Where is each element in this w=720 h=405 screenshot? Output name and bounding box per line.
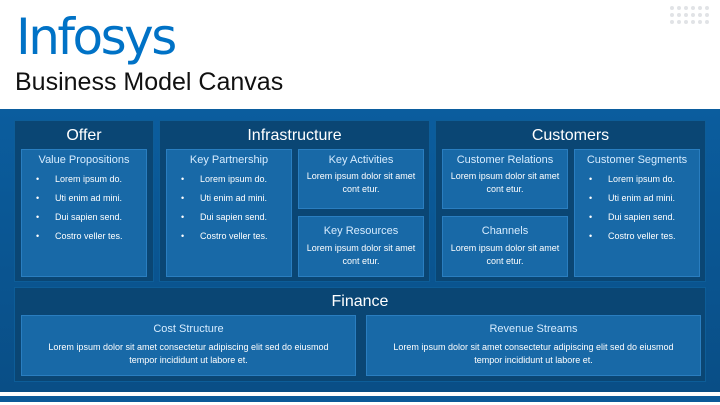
key-activities-title: Key Activities — [328, 154, 394, 166]
key-partnership-box: Key Partnership Lorem ipsum do. Uti enim… — [166, 149, 292, 277]
key-partnership-title: Key Partnership — [189, 154, 269, 166]
key-resources-title: Key Resources — [323, 225, 399, 237]
value-propositions-list: Lorem ipsum do. Uti enim ad mini. Dui sa… — [36, 175, 123, 251]
cost-structure-box: Cost Structure Lorem ipsum dolor sit ame… — [21, 315, 356, 376]
list-item: Dui sapien send. — [589, 213, 676, 223]
infrastructure-section: Infrastructure Key Partnership Lorem ips… — [159, 120, 430, 282]
key-resources-text: Lorem ipsum dolor sit amet cont etur. — [306, 243, 416, 266]
list-item: Uti enim ad mini. — [181, 194, 268, 204]
list-item: Costro veller tes. — [36, 232, 123, 242]
revenue-streams-title: Revenue Streams — [489, 323, 578, 335]
finance-section: Finance Cost Structure Lorem ipsum dolor… — [14, 287, 706, 382]
customer-relations-text: Lorem ipsum dolor sit amet cont etur. — [450, 171, 560, 194]
channels-title: Channels — [481, 225, 529, 237]
list-item: Lorem ipsum do. — [589, 175, 676, 185]
offer-title: Offer — [66, 127, 102, 144]
list-item: Uti enim ad mini. — [589, 194, 676, 204]
customer-segments-box: Customer Segments Lorem ipsum do. Uti en… — [574, 149, 700, 277]
offer-section: Offer Value Propositions Lorem ipsum do.… — [14, 120, 154, 282]
list-item: Dui sapien send. — [36, 213, 123, 223]
cost-structure-text: Lorem ipsum dolor sit amet consectetur a… — [48, 342, 329, 365]
customers-section: Customers Customer Relations Lorem ipsum… — [435, 120, 706, 282]
revenue-streams-text: Lorem ipsum dolor sit amet consectetur a… — [393, 342, 674, 365]
key-activities-text: Lorem ipsum dolor sit amet cont etur. — [306, 171, 416, 194]
cost-structure-title: Cost Structure — [153, 323, 224, 335]
dot-grid-decoration — [670, 6, 714, 26]
customer-relations-title: Customer Relations — [456, 154, 554, 166]
bottom-accent-bar — [0, 396, 720, 402]
value-propositions-box: Value Propositions Lorem ipsum do. Uti e… — [21, 149, 147, 277]
list-item: Uti enim ad mini. — [36, 194, 123, 204]
list-item: Dui sapien send. — [181, 213, 268, 223]
value-propositions-title: Value Propositions — [38, 154, 130, 166]
list-item: Costro veller tes. — [181, 232, 268, 242]
customer-segments-title: Customer Segments — [586, 154, 688, 166]
list-item: Costro veller tes. — [589, 232, 676, 242]
revenue-streams-box: Revenue Streams Lorem ipsum dolor sit am… — [366, 315, 701, 376]
customer-segments-list: Lorem ipsum do. Uti enim ad mini. Dui sa… — [589, 175, 676, 251]
key-activities-box: Key Activities Lorem ipsum dolor sit ame… — [298, 149, 424, 209]
customers-title: Customers — [531, 127, 610, 144]
key-resources-box: Key Resources Lorem ipsum dolor sit amet… — [298, 216, 424, 277]
finance-title: Finance — [331, 293, 389, 310]
channels-box: Channels Lorem ipsum dolor sit amet cont… — [442, 216, 568, 277]
page-title: Business Model Canvas — [15, 68, 284, 96]
list-item: Lorem ipsum do. — [181, 175, 268, 185]
list-item: Lorem ipsum do. — [36, 175, 123, 185]
key-partnership-list: Lorem ipsum do. Uti enim ad mini. Dui sa… — [181, 175, 268, 251]
infosys-logo: Infosys — [16, 8, 177, 66]
infrastructure-title: Infrastructure — [247, 127, 342, 144]
customer-relations-box: Customer Relations Lorem ipsum dolor sit… — [442, 149, 568, 209]
channels-text: Lorem ipsum dolor sit amet cont etur. — [450, 243, 560, 266]
